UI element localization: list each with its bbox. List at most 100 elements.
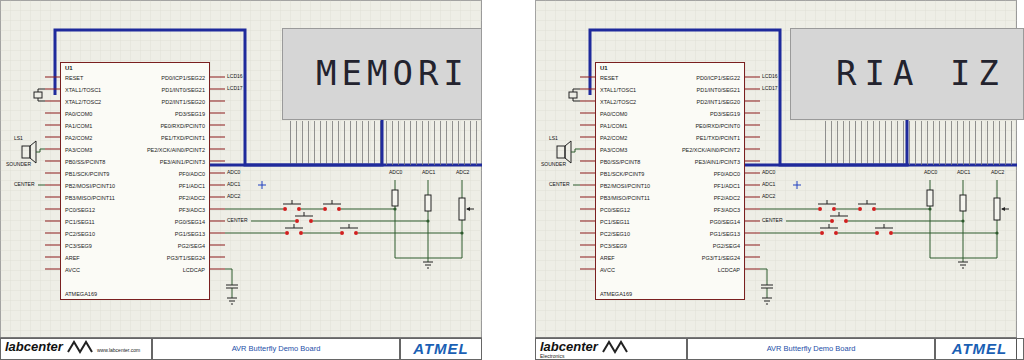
pin-name: PB0/SS/PCINT8 (600, 159, 640, 165)
part-value: SOUNDER (6, 162, 31, 168)
pin-name: PD2/INT1/SEG20 (162, 99, 205, 105)
net-label: CENTER (14, 182, 35, 188)
pin-name: PF1/ADC1 (714, 183, 740, 189)
part-ref: LS1 (549, 136, 558, 142)
pin-name: PF2/ADC2 (179, 195, 205, 201)
net-label: ADC2 (456, 170, 469, 176)
pin-name: PG0/SEG14 (175, 219, 205, 225)
microcontroller-box: U1RESETXTAL1/TOSC1XTAL2/TOSC2PA0/COM0PA1… (60, 62, 210, 300)
net-label: ADC2 (762, 194, 775, 200)
pin-name: PC3/SEG9 (65, 243, 92, 249)
pin-name: PB1/SCK/PCINT9 (65, 171, 109, 177)
pin-name: PE3/AIN1/PCINT3 (695, 159, 740, 165)
net-label: ADC1 (957, 170, 970, 176)
pin-name: PC3/SEG9 (600, 243, 627, 249)
pin-name: AVCC (600, 267, 615, 273)
pin-name: PG3/T1/SEG24 (702, 255, 740, 261)
pin-name: PG3/T1/SEG24 (167, 255, 205, 261)
pin-name: PB1/SCK/PCINT9 (600, 171, 644, 177)
net-label: ADC2 (991, 170, 1004, 176)
pin-name: PB2/MOSI/PCINT10 (65, 183, 115, 189)
pin-name: PF2/ADC2 (714, 195, 740, 201)
pin-name: PE2/XCK/AIN0/PCINT2 (147, 147, 205, 153)
pin-name: PG2/SEG4 (713, 243, 740, 249)
pin-name: XTAL1/TOSC1 (65, 87, 101, 93)
pin-name: AREF (600, 255, 615, 261)
pin-name: PE1/TXD/PCINT1 (696, 135, 740, 141)
part-value: ATMEGA169 (600, 291, 632, 297)
pin-name: LCDCAP (183, 267, 205, 273)
pin-name: RESET (600, 75, 618, 81)
pin-name: PD3/SEG19 (175, 111, 205, 117)
bus-connector (745, 120, 907, 165)
lcd-text: RIA IZ (836, 54, 1007, 93)
pin-name: PB2/MOSI/PCINT10 (600, 183, 650, 189)
pin-name: PA2/COM2 (600, 135, 627, 141)
pin-name: PD0/ICP1/SEG22 (696, 75, 740, 81)
pin-name: PE1/TXD/PCINT1 (161, 135, 205, 141)
pin-name: PE3/AIN1/PCINT3 (160, 159, 205, 165)
pin-name: PD2/INT1/SEG20 (697, 99, 740, 105)
lcd-text: MEMORI (316, 54, 469, 93)
brand-cell: ATMEL (400, 338, 482, 360)
pin-name: XTAL2/TOSC2 (600, 99, 636, 105)
net-label: ADC0 (227, 170, 240, 176)
net-label: CENTER (549, 182, 570, 188)
left-sheet (1, 1, 483, 360)
part-ref: U1 (65, 65, 73, 72)
pin-name: PF1/ADC1 (179, 183, 205, 189)
net-label: LCD16 (762, 74, 778, 80)
pin-name: PA0/COM0 (600, 111, 627, 117)
logo-text: labcenter (5, 340, 63, 354)
logo-cell: labcenter www.labcenter.com (0, 338, 152, 360)
pin-name: PG2/SEG4 (178, 243, 205, 249)
pin-name: PA3/COM3 (600, 147, 627, 153)
pin-name: PC1/SEG11 (65, 219, 95, 225)
net-label: ADC0 (389, 170, 402, 176)
pin-name: PE0/RXD/PCINT0 (695, 123, 740, 129)
net-label: ADC0 (924, 170, 937, 176)
brand-text: ATMEL (952, 340, 1008, 357)
logo-text: labcenter (540, 340, 598, 354)
pin-name: LCDCAP (718, 267, 740, 273)
pin-name: PC2/SEG10 (65, 231, 95, 237)
pin-name: PC0/SEG12 (65, 207, 95, 213)
net-label: CENTER (762, 218, 783, 224)
pin-name: PF0/ADC0 (714, 171, 740, 177)
pin-name: PA0/COM0 (65, 111, 92, 117)
pin-name: AREF (65, 255, 80, 261)
part-ref: LS1 (14, 136, 23, 142)
pin-name: PG0/SEG14 (710, 219, 740, 225)
pin-name: PC1/SEG11 (600, 219, 630, 225)
pin-name: PE0/RXD/PCINT0 (160, 123, 205, 129)
part-value: SOUNDER (541, 162, 566, 168)
pin-name: PA2/COM2 (65, 135, 92, 141)
brand-text: ATMEL (413, 340, 469, 357)
pin-name: PD1/INT0/SEG21 (697, 87, 740, 93)
microcontroller-box: U1RESETXTAL1/TOSC1XTAL2/TOSC2PA0/COM0PA1… (595, 62, 745, 300)
logo-subtext: Electronics (540, 354, 564, 360)
pin-name: PC2/SEG10 (600, 231, 630, 237)
pin-name: PD0/ICP1/SEG22 (161, 75, 205, 81)
pin-name: PE2/XCK/AIN0/PCINT2 (682, 147, 740, 153)
title-text: AVR Butterfly Demo Board (232, 345, 321, 354)
pin-name: PB0/SS/PCINT8 (65, 159, 105, 165)
brand-cell: ATMEL (935, 338, 1024, 360)
pin-name: PF3/ADC3 (714, 207, 740, 213)
pin-name: XTAL2/TOSC2 (65, 99, 101, 105)
pin-name: PA1/COM1 (65, 123, 92, 129)
pin-name: PG1/SEG13 (175, 231, 205, 237)
pin-name: PB3/MISO/PCINT11 (600, 195, 650, 201)
title-cell: AVR Butterfly Demo Board (152, 338, 400, 360)
logo-cell: labcenterElectronics (535, 338, 687, 360)
net-label: ADC0 (762, 170, 775, 176)
net-label: ADC1 (227, 182, 240, 188)
pin-name: AVCC (65, 267, 80, 273)
pin-name: PG1/SEG13 (710, 231, 740, 237)
logo-subtext: www.labcenter.com (97, 348, 140, 354)
lcd-display: MEMORI (282, 28, 482, 120)
pin-name: PD3/SEG19 (710, 111, 740, 117)
net-label: LCD17 (227, 86, 243, 92)
